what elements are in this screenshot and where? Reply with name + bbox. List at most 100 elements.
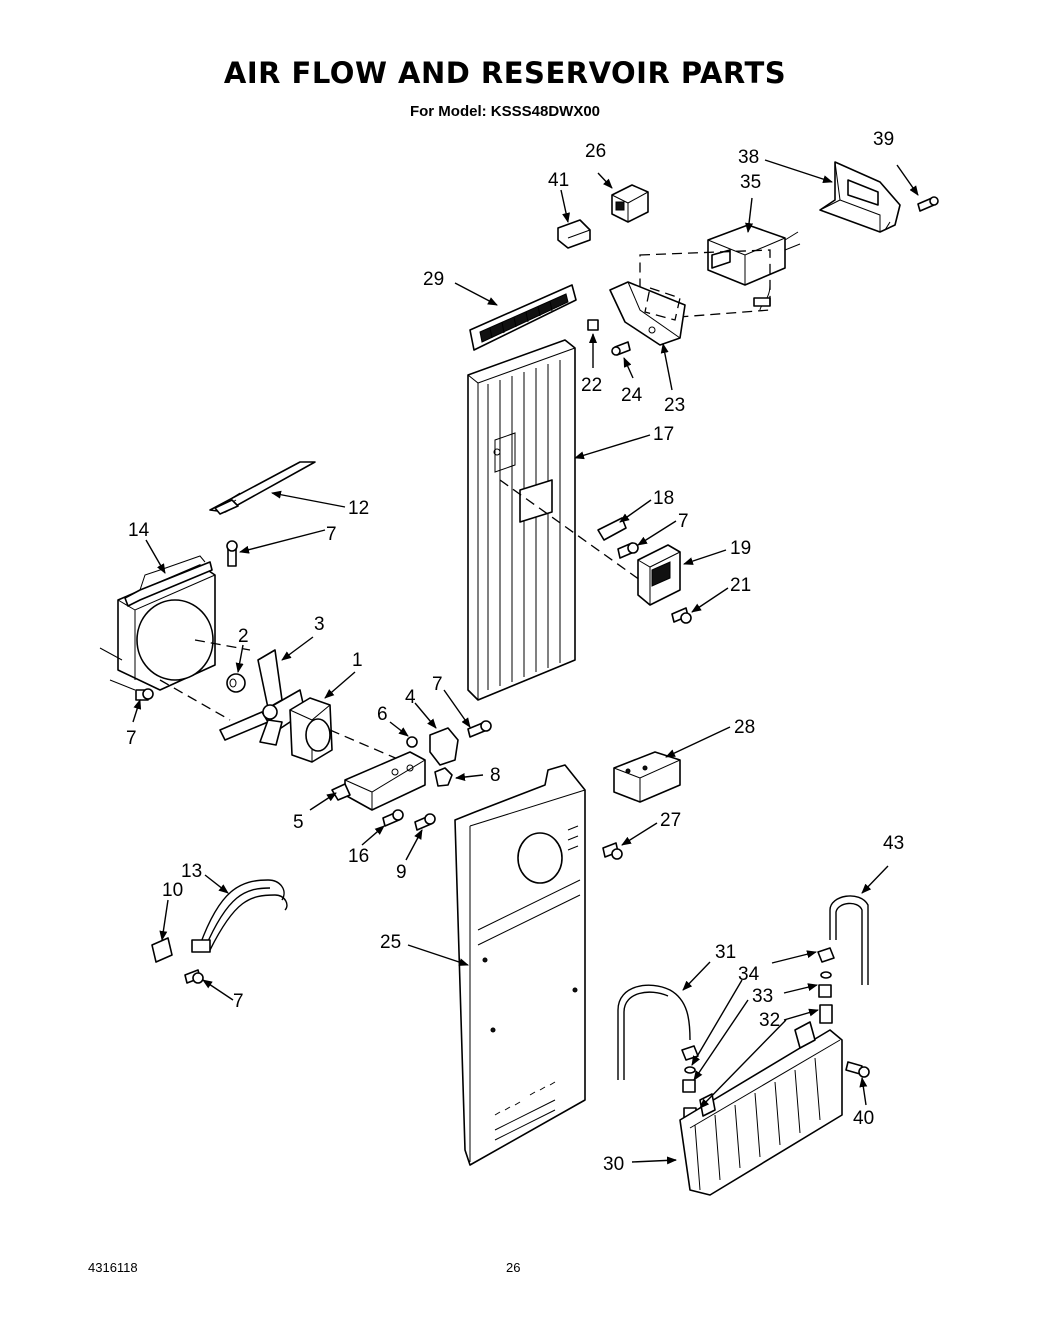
leader-28 bbox=[665, 726, 731, 758]
callout-22: 22 bbox=[581, 375, 602, 396]
damper-housing-drawing bbox=[499, 479, 681, 606]
tube-31-drawing bbox=[617, 984, 691, 1080]
leader-7d bbox=[637, 520, 677, 546]
leader-2 bbox=[235, 644, 244, 673]
leader-23 bbox=[660, 343, 673, 391]
callout-14: 14 bbox=[128, 520, 150, 541]
mounting-bracket-drawing bbox=[609, 281, 686, 346]
leader-32 bbox=[699, 1019, 787, 1109]
callout-18: 18 bbox=[653, 488, 674, 509]
screw-7d-drawing bbox=[617, 542, 639, 559]
screw-27-drawing bbox=[602, 842, 623, 860]
screw-7a-drawing bbox=[226, 540, 238, 567]
wire-harness-drawing bbox=[191, 879, 288, 953]
leader-31 bbox=[682, 961, 711, 991]
fan-motor-drawing bbox=[289, 697, 401, 763]
callout-34: 34 bbox=[738, 964, 760, 985]
leader-29 bbox=[454, 282, 498, 306]
tube-43-drawing bbox=[829, 895, 869, 985]
nut-8-drawing bbox=[434, 767, 453, 787]
callout-9: 9 bbox=[396, 862, 407, 883]
screw-39-drawing bbox=[917, 196, 939, 212]
leader-40 bbox=[859, 1077, 868, 1106]
callout-7d: 7 bbox=[678, 511, 689, 532]
callout-25: 25 bbox=[380, 932, 401, 953]
fan-blade-drawing bbox=[219, 649, 306, 746]
fittings-right-drawing bbox=[817, 947, 835, 1024]
page-title: AIR FLOW AND RESERVOIR PARTS bbox=[223, 56, 787, 90]
leader-1 bbox=[324, 671, 356, 699]
callout-23: 23 bbox=[664, 395, 685, 416]
model-subtitle: For Model: KSSS48DWX00 bbox=[409, 103, 601, 120]
leader-33b bbox=[783, 983, 818, 994]
transformer-drawing bbox=[639, 224, 801, 321]
leader-21 bbox=[691, 587, 729, 613]
leader-6 bbox=[389, 721, 409, 737]
cover-38-drawing bbox=[819, 161, 901, 233]
screw-40-drawing bbox=[845, 1061, 870, 1078]
leader-lines bbox=[132, 159, 919, 1165]
strip-12-drawing bbox=[209, 461, 316, 515]
callout-41: 41 bbox=[548, 170, 569, 191]
callout-7e: 7 bbox=[233, 991, 244, 1012]
callout-6: 6 bbox=[377, 704, 388, 725]
callout-12: 12 bbox=[348, 498, 369, 519]
screw-16-drawing bbox=[382, 809, 404, 827]
leader-30 bbox=[631, 1156, 677, 1165]
leader-41 bbox=[560, 189, 570, 223]
callout-27: 27 bbox=[660, 810, 681, 831]
callout-13: 13 bbox=[181, 861, 202, 882]
leader-13 bbox=[204, 874, 229, 894]
small-square-drawing bbox=[587, 319, 599, 331]
callout-38: 38 bbox=[738, 147, 759, 168]
screw-9-drawing bbox=[414, 813, 436, 831]
leader-9 bbox=[405, 829, 423, 861]
leader-27 bbox=[621, 822, 658, 846]
screw-7c-drawing bbox=[467, 720, 492, 738]
document-number: 4316118 bbox=[88, 1260, 138, 1275]
callout-8: 8 bbox=[490, 765, 501, 786]
leader-43 bbox=[861, 865, 889, 894]
callout-32: 32 bbox=[759, 1010, 780, 1031]
callout-3: 3 bbox=[314, 614, 325, 635]
leader-4 bbox=[414, 702, 437, 729]
leader-26 bbox=[597, 172, 613, 189]
leader-39 bbox=[896, 164, 919, 196]
small-clip-drawing bbox=[557, 219, 591, 249]
callout-29: 29 bbox=[423, 269, 444, 290]
back-panel-drawing bbox=[454, 764, 586, 1166]
leader-34b bbox=[771, 950, 817, 964]
leader-24 bbox=[623, 357, 634, 379]
grommet-drawing bbox=[226, 673, 246, 693]
callout-19: 19 bbox=[730, 538, 751, 559]
page-number: 26 bbox=[506, 1260, 521, 1275]
leader-7a bbox=[239, 529, 326, 554]
leader-16 bbox=[361, 825, 385, 846]
clip-4-drawing bbox=[429, 727, 459, 766]
leader-3 bbox=[281, 636, 314, 661]
callout-31: 31 bbox=[715, 942, 736, 963]
callout-4: 4 bbox=[405, 687, 416, 708]
leader-34 bbox=[691, 979, 743, 1066]
leader-14 bbox=[145, 539, 166, 574]
leader-17 bbox=[574, 434, 651, 460]
leader-12 bbox=[271, 490, 346, 508]
bracket-18-drawing bbox=[597, 517, 627, 541]
screw-21-drawing bbox=[671, 607, 692, 624]
motor-bracket-drawing bbox=[331, 751, 426, 811]
callout-2: 2 bbox=[238, 626, 249, 647]
leader-33 bbox=[693, 999, 749, 1081]
callout-10: 10 bbox=[162, 880, 183, 901]
air-tower-panel-drawing bbox=[467, 339, 576, 701]
callout-28: 28 bbox=[734, 717, 755, 738]
screw-7e-drawing bbox=[184, 969, 204, 984]
callout-26: 26 bbox=[585, 141, 606, 162]
screw-24-drawing bbox=[611, 341, 631, 356]
callout-16: 16 bbox=[348, 846, 369, 867]
connector-10-drawing bbox=[151, 937, 173, 963]
leader-8 bbox=[455, 773, 484, 781]
screw-7b-drawing bbox=[135, 688, 154, 701]
leader-7b bbox=[132, 699, 142, 723]
screw-6-drawing bbox=[406, 736, 418, 748]
